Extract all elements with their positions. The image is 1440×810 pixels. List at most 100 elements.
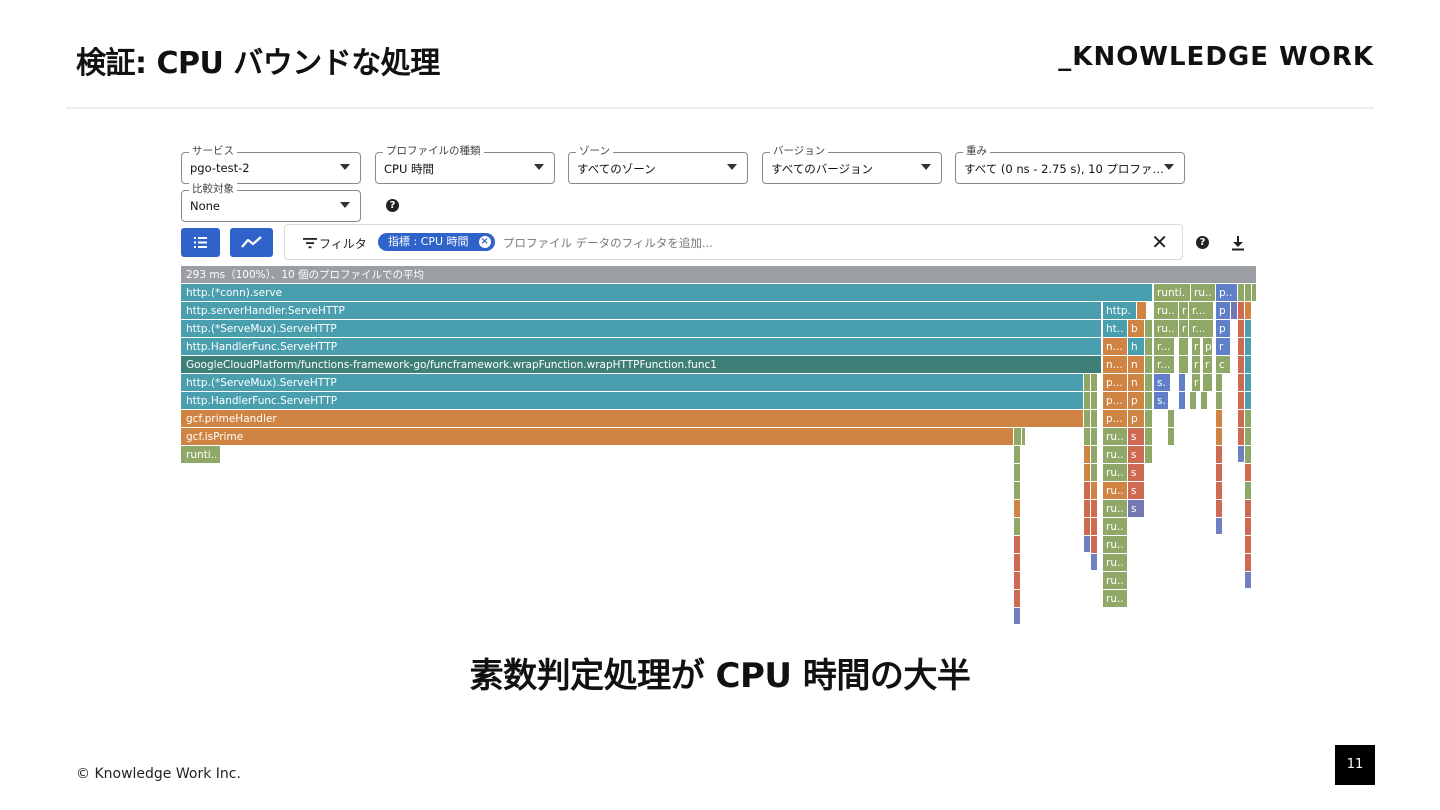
flame-frame-label: s.	[1157, 395, 1166, 407]
zone-value: すべてのゾーン	[577, 162, 656, 176]
flame-frame-label: r	[1182, 305, 1187, 317]
help-icon[interactable]: ?	[386, 199, 399, 212]
flame-frame[interactable]	[181, 374, 1083, 391]
brand-logo: _KNOWLEDGE WORK	[1058, 42, 1374, 72]
flame-right-frames[interactable]: http. ht.. b n... h n... n p... n p... p…	[1103, 302, 1152, 607]
remove-chip-icon[interactable]: ×	[478, 236, 491, 248]
flame-main-stack[interactable]: http.(*conn).serve http.serverHandler.Se…	[181, 284, 1152, 463]
filter-bar[interactable]: フィルタ 指標 : CPU 時間 × プロファイル データのフィルタを追加...…	[284, 224, 1183, 260]
flame-frame-label: r	[1194, 341, 1199, 353]
copyright: © Knowledge Work Inc.	[76, 766, 241, 782]
flame-frame-label: ru..	[1106, 575, 1124, 587]
flame-frame-label: n	[1131, 377, 1138, 389]
compare-select[interactable]: 比較対象 None	[181, 183, 361, 222]
flame-frame-label: ht..	[1106, 323, 1123, 335]
flame-frame-label: h	[1131, 341, 1138, 353]
dropdown-arrow-icon	[534, 164, 544, 170]
dropdown-arrow-icon	[340, 164, 350, 170]
flame-frame-label: ru..	[1106, 593, 1124, 605]
flame-frame-label: p	[1131, 395, 1138, 407]
compare-value: None	[190, 199, 221, 213]
profile-type-label: プロファイルの種類	[383, 145, 484, 158]
slide-title: 検証: CPU バウンドな処理	[76, 46, 440, 81]
flame-frame-label: ru..	[1106, 539, 1124, 551]
close-icon[interactable]: ✕	[1151, 230, 1168, 254]
flame-frame-label: p...	[1106, 395, 1123, 407]
flame-frame-label: r...	[1157, 359, 1170, 371]
header-divider	[66, 107, 1374, 109]
weight-value: すべて (0 ns - 2.75 s), 10 プロファ…	[964, 162, 1164, 176]
flame-frame-label: ru..	[1106, 485, 1124, 497]
flame-frame[interactable]	[181, 356, 1101, 373]
zone-label: ゾーン	[576, 145, 613, 158]
flame-frame-label: p	[1219, 323, 1226, 335]
flame-frame-label: http.(*ServeMux).ServeHTTP	[186, 377, 337, 389]
dropdown-arrow-icon	[921, 164, 931, 170]
weight-select[interactable]: 重み すべて (0 ns - 2.75 s), 10 プロファ…	[955, 145, 1185, 184]
flame-frame-label: runti..	[186, 449, 217, 461]
flame-frame-label: runti.	[1157, 287, 1185, 299]
flame-frame-label: s	[1131, 485, 1136, 497]
flame-frame-label: r	[1205, 359, 1210, 371]
flame-frame-label: r	[1194, 359, 1199, 371]
trend-view-button[interactable]	[230, 228, 273, 257]
flame-frame-label: n	[1131, 359, 1138, 371]
flame-summary-label: 293 ms（100%）、10 個のプロファイルでの平均	[186, 268, 424, 281]
dropdown-arrow-icon	[727, 164, 737, 170]
flame-frame[interactable]	[181, 392, 1083, 409]
version-value: すべてのバージョン	[771, 162, 874, 176]
list-view-icon	[194, 237, 207, 248]
flame-frame-label: n...	[1106, 341, 1123, 353]
flame-frame-label: ru..	[1106, 467, 1124, 479]
flame-frame-label: http.serverHandler.ServeHTTP	[186, 305, 345, 317]
service-label: サービス	[189, 145, 237, 158]
profile-type-value: CPU 時間	[384, 162, 435, 176]
download-icon[interactable]	[1231, 235, 1245, 251]
metric-filter-chip[interactable]: 指標 : CPU 時間 ×	[378, 233, 495, 251]
flame-frame-label: b	[1131, 323, 1138, 335]
flame-frame-label: http.	[1106, 305, 1131, 317]
flame-frame-label: r...	[1192, 323, 1205, 335]
flame-frame-label: p...	[1106, 377, 1123, 389]
flame-frame-label: p	[1219, 305, 1226, 317]
flame-frame-label: http.HandlerFunc.ServeHTTP	[186, 341, 337, 353]
flame-frame-label: http.HandlerFunc.ServeHTTP	[186, 395, 337, 407]
flame-frame[interactable]	[181, 284, 1152, 301]
help-icon[interactable]: ?	[1196, 236, 1209, 249]
service-select[interactable]: サービス pgo-test-2	[181, 145, 361, 184]
dropdown-arrow-icon	[340, 202, 350, 208]
flame-frame[interactable]	[181, 428, 1013, 445]
flame-frame[interactable]	[181, 338, 1101, 355]
flame-frame-label: http.(*ServeMux).ServeHTTP	[186, 323, 337, 335]
flame-frame-label: ru..	[1157, 323, 1175, 335]
flame-frame-label: s	[1131, 503, 1136, 515]
list-view-button[interactable]	[181, 228, 220, 257]
flame-frame-label: p...	[1106, 413, 1123, 425]
flame-frame-label: r...	[1192, 305, 1205, 317]
profile-type-select[interactable]: プロファイルの種類 CPU 時間	[375, 145, 555, 184]
flame-summary-bar	[181, 266, 1256, 283]
flame-frame-label: r	[1219, 341, 1224, 353]
dropdown-arrow-icon	[1164, 164, 1174, 170]
flame-frame-label: ru..	[1106, 449, 1124, 461]
flame-frame[interactable]	[181, 320, 1101, 337]
filter-icon	[303, 238, 317, 249]
flame-frame[interactable]	[181, 446, 220, 463]
compare-label: 比較対象	[189, 183, 237, 196]
service-value: pgo-test-2	[190, 161, 250, 175]
filter-input[interactable]: プロファイル データのフィルタを追加...	[503, 236, 713, 250]
flame-narrow-frames[interactable]	[1014, 374, 1097, 624]
flame-frame-label: p	[1205, 341, 1212, 353]
zone-select[interactable]: ゾーン すべてのゾーン	[568, 145, 748, 184]
flame-frame-label: ru..	[1106, 503, 1124, 515]
flame-frame-label: c	[1219, 359, 1225, 371]
flame-frame[interactable]	[181, 410, 1083, 427]
version-select[interactable]: バージョン すべてのバージョン	[762, 145, 942, 184]
flame-frame[interactable]	[181, 302, 1101, 319]
flame-frame-label: r	[1194, 377, 1199, 389]
flame-runtime-frames[interactable]: runti. ru.. p.. ru.. r r... p ru.. r r..…	[1154, 284, 1256, 588]
flame-frame-label: ru..	[1106, 521, 1124, 533]
flame-frame-label: r...	[1157, 341, 1170, 353]
page-number: 11	[1335, 745, 1375, 785]
flame-frame-label: s	[1131, 449, 1136, 461]
